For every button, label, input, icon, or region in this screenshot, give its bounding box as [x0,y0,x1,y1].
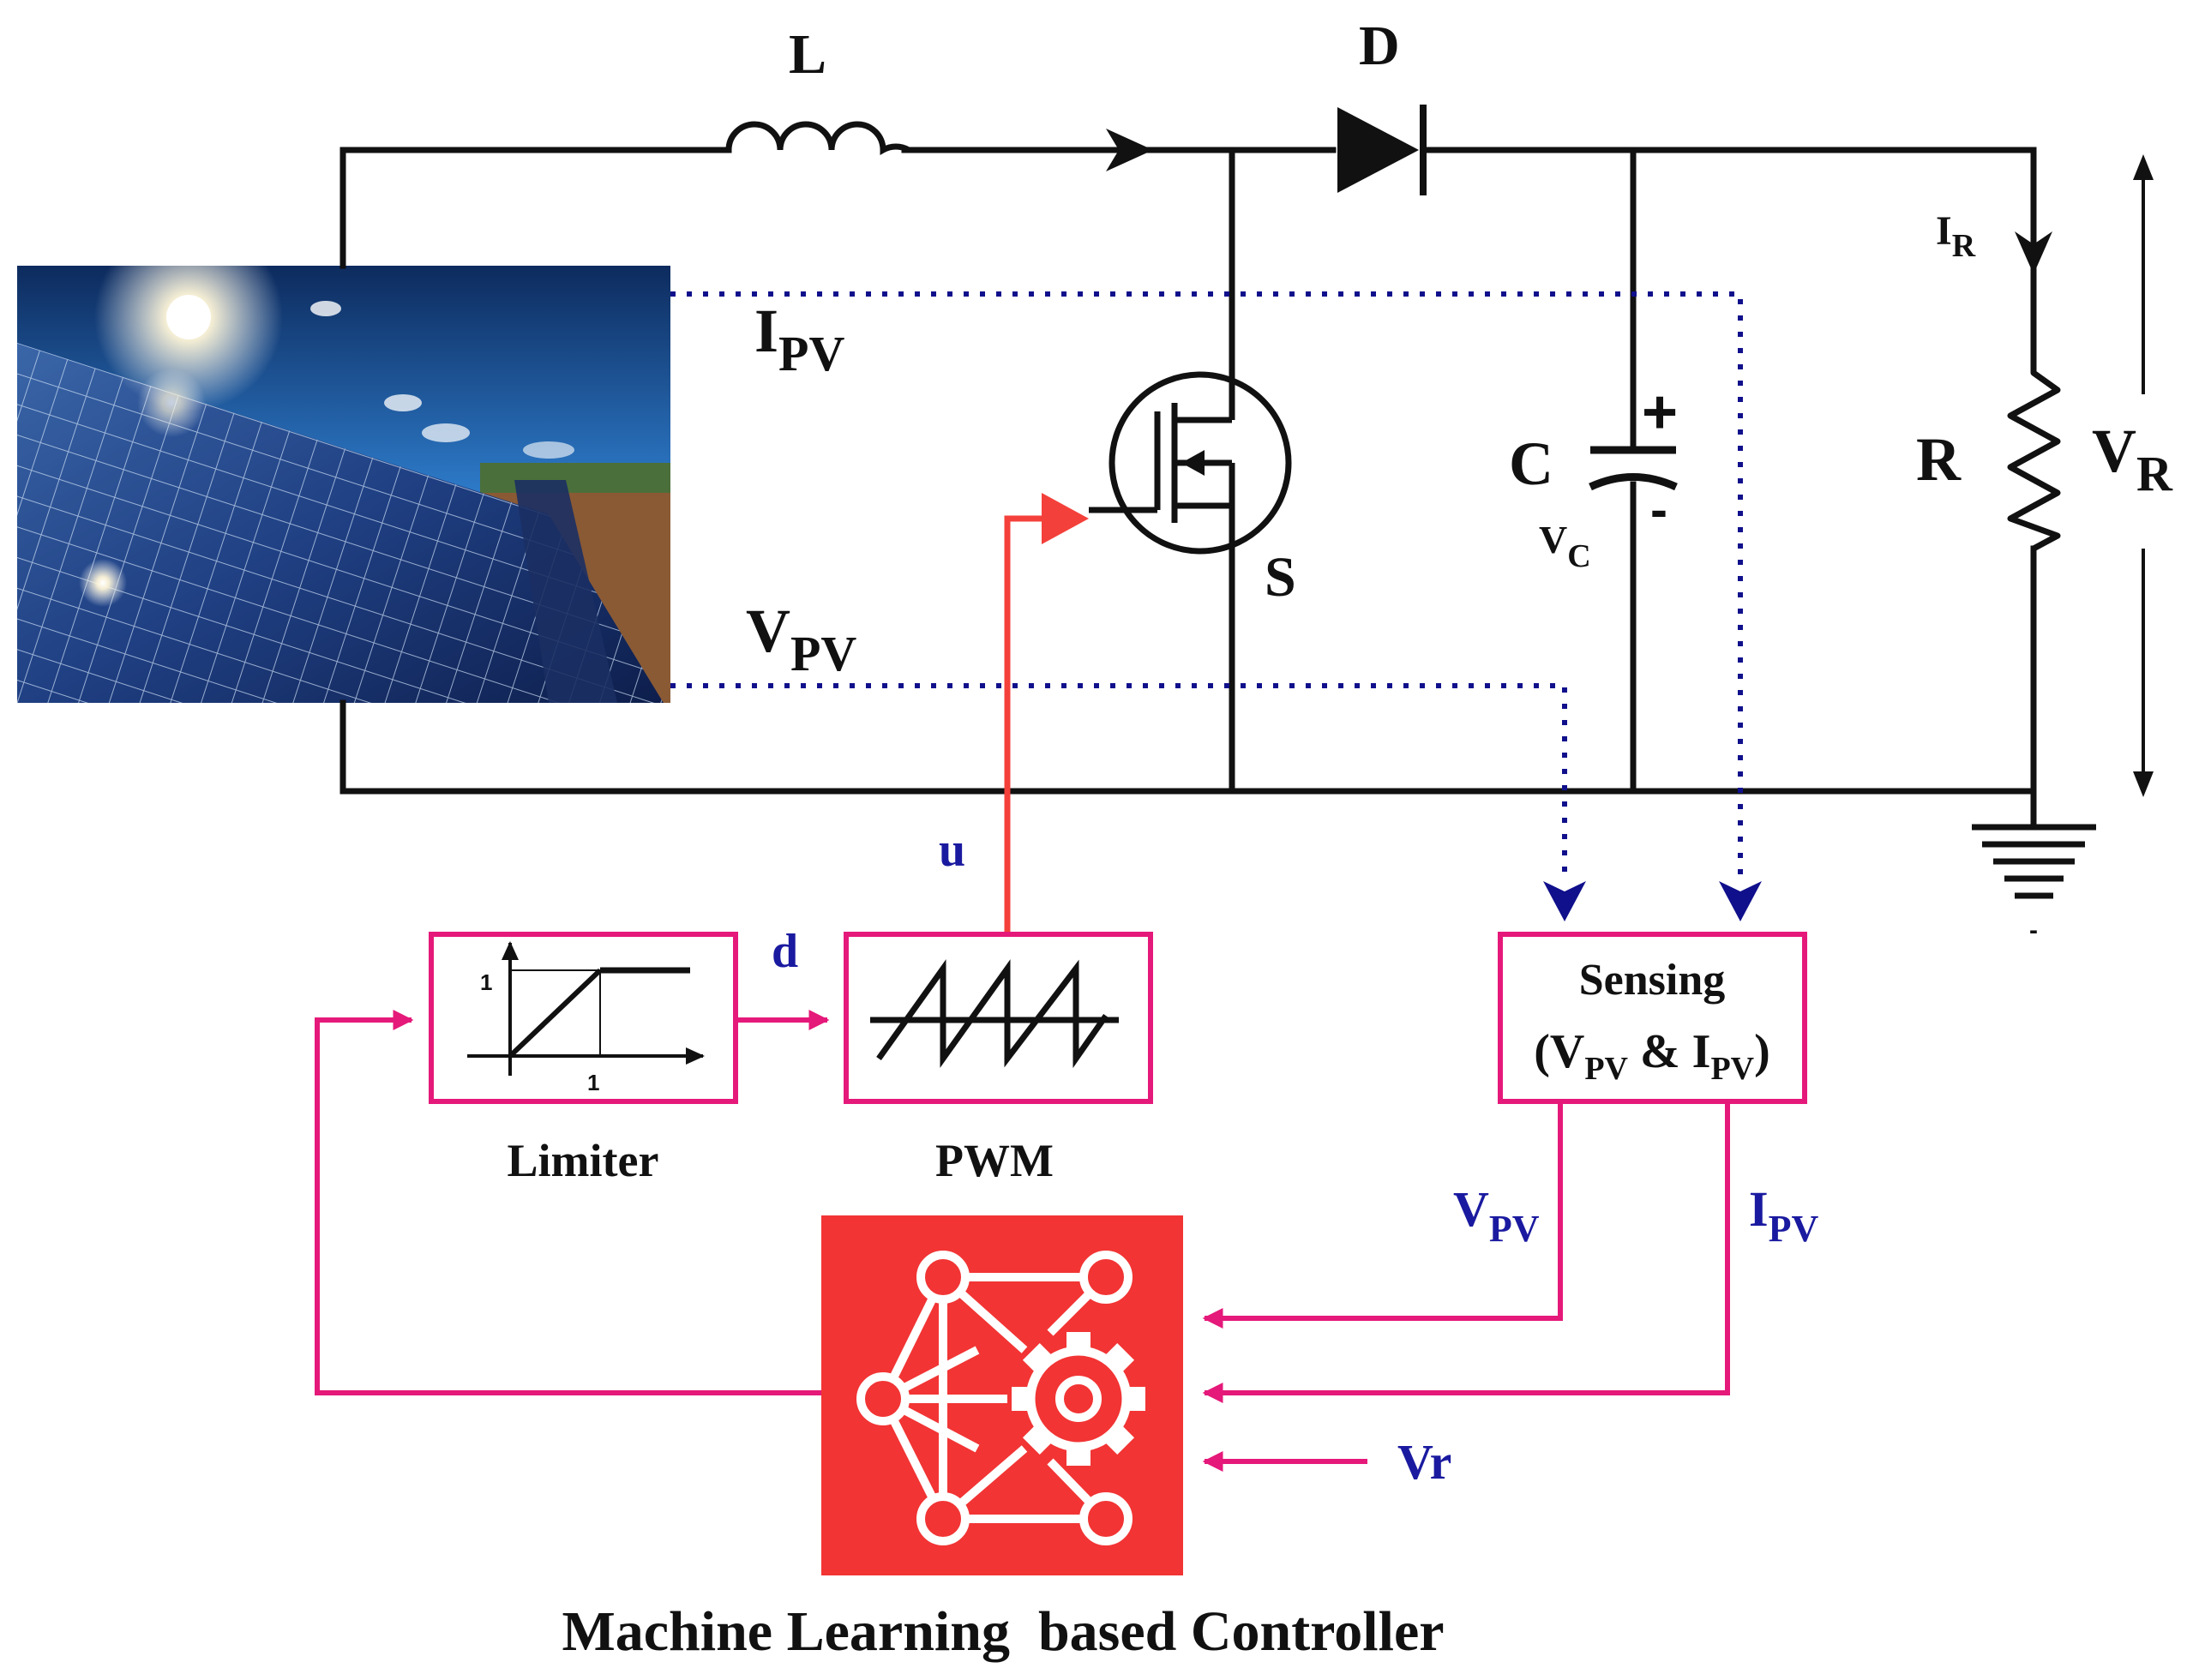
gate-signal-label: u [939,824,965,877]
duty-signal-label: d [772,925,798,978]
control-wires [315,1010,1730,1472]
pv-current-label: IPV [754,297,844,381]
neural-network-icon [856,1251,1133,1545]
sense-output-ipv-label: IPV [1749,1181,1818,1250]
sense-lines [670,291,1743,883]
capacitor-symbol [1589,446,1678,491]
capacitor-minus: - [1650,481,1667,538]
gear-icon [1012,1332,1145,1466]
capacitor-voltage-label: VC [1539,518,1591,574]
solar-panel-image [17,266,670,703]
pv-voltage-label: VPV [746,597,856,681]
load-voltage-arrow [2133,154,2154,797]
load-voltage-label: VR [2092,417,2173,501]
sensing-title: Sensing [1579,956,1726,1005]
switch-label: S [1265,546,1296,609]
sensing-block [1498,932,1807,1104]
resistor-label: R [1916,425,1962,494]
limiter-block [429,932,738,1104]
power-circuit-wires [339,147,2037,826]
pwm-block [844,932,1153,1104]
mosfet-switch [1089,371,1292,555]
limiter-tick-x: 1 [587,1070,599,1095]
limiter-label: Limiter [508,1135,659,1186]
inductor-symbol [686,121,910,156]
load-current-arrow [2015,231,2052,274]
reference-voltage-label: Vr [1397,1434,1451,1490]
sensing-signals: (VPV & IPV) [1534,1025,1770,1087]
controller-label: Machine Learning based Controller [562,1600,1444,1663]
capacitor-plus: + [1642,378,1678,447]
ground-minus-label: - [2029,916,2038,945]
gate-signal-line [1004,515,1076,934]
sense-output-vpv-label: VPV [1453,1181,1540,1250]
inductor-label: L [789,23,826,86]
ground-symbol [1972,824,2096,899]
inductor-current-arrow [1106,129,1153,171]
diode-symbol [1337,105,1427,195]
diode-label: D [1359,15,1400,77]
pwm-label: PWM [935,1135,1054,1186]
limiter-tick-y: 1 [480,969,492,995]
sense-arrow-ipv [1719,881,1762,921]
resistor-symbol [2007,214,2061,552]
load-current-label: IR [1936,208,1976,264]
capacitor-label: C [1509,429,1553,498]
sense-arrow-vpv [1543,881,1586,921]
gate-signal-arrow [1042,493,1089,544]
ml-controller-block [821,1215,1183,1575]
